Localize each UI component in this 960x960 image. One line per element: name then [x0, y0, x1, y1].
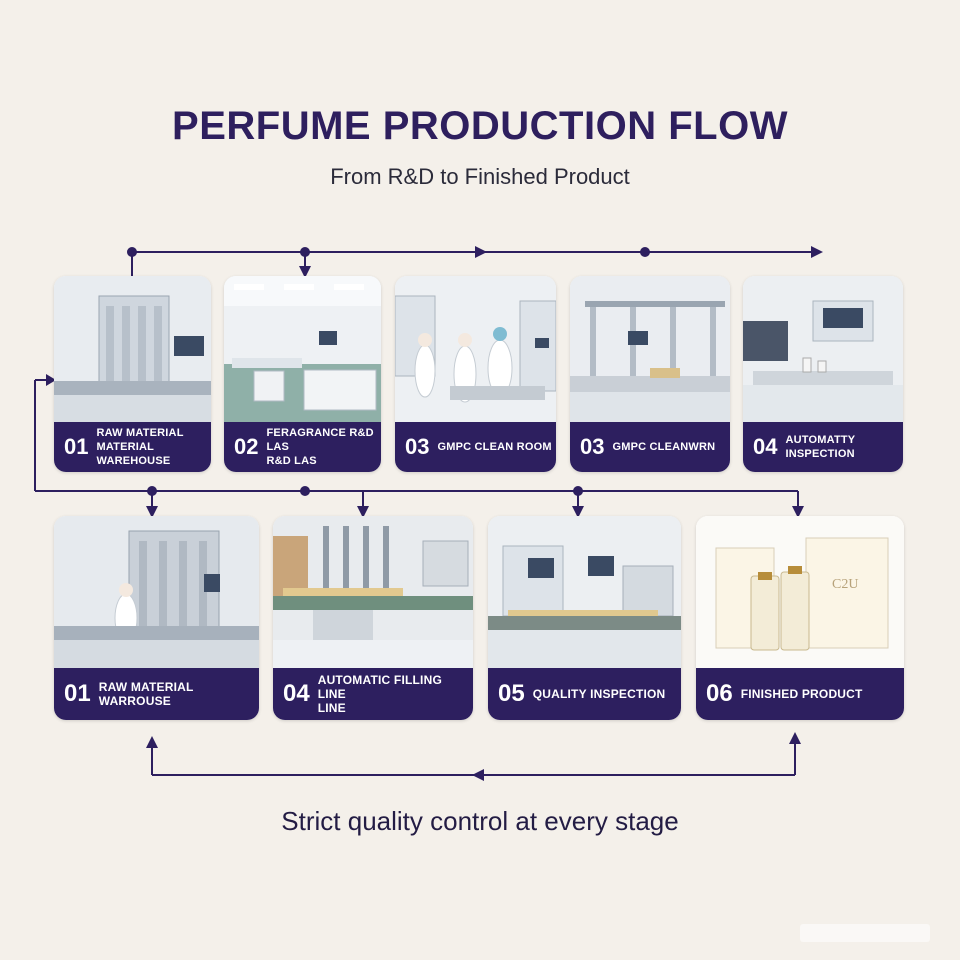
arrow-down-icon [792, 506, 804, 518]
step-card-automatic-filling-line: 04 AUTOMATIC FILLING LINE LINE [273, 516, 473, 720]
step-label-band: 03 GMPC CLEANWRN [570, 422, 730, 472]
step-number: 02 [234, 434, 259, 459]
step-card-finished-product: C2U 06 FINISHED PRODUCT [696, 516, 904, 720]
watermark [800, 924, 930, 942]
step-title-line2: WAREHOUSE [96, 455, 171, 467]
step-number: 06 [706, 680, 733, 707]
arrow-up-icon [146, 736, 158, 748]
step-number: 05 [498, 680, 525, 707]
arrow-left-icon [472, 769, 484, 781]
clean-room-photo [395, 276, 556, 422]
step-card-raw-material-warehouse: 01 RAW MATERIAL MATERIAL WAREHOUSE [54, 276, 211, 472]
step-label-band: 04 AUTOMATIC FILLING LINE LINE [273, 668, 473, 720]
arrow-up-icon [789, 732, 801, 744]
production-line-photo [570, 276, 730, 422]
arrow-down-icon [357, 506, 369, 518]
flow-node [573, 486, 583, 496]
finished-product-photo: C2U [696, 516, 904, 668]
step-number: 04 [283, 680, 310, 707]
step-title: QUALITY INSPECTION [532, 687, 666, 701]
arrow-right-icon [46, 374, 56, 386]
step-title: RAW MATERIAL WARROUSE [98, 680, 194, 708]
lab-photo [224, 276, 381, 422]
step-label-band: 06 FINISHED PRODUCT [696, 668, 904, 720]
step-title: FERAGRANCE R&D LAS [266, 427, 374, 453]
step-number: 03 [405, 434, 430, 459]
flow-node [300, 486, 310, 496]
flow-node [300, 247, 310, 257]
step-label-band: 01 RAW MATERIAL MATERIAL WAREHOUSE [54, 422, 211, 472]
step-title-line2: R&D LAS [266, 455, 317, 467]
step-label-band: 01 RAW MATERIAL WARROUSE [54, 668, 259, 720]
step-title: GMPC CLEANWRN [612, 441, 716, 453]
step-card-fragrance-rd-lab: 02 FERAGRANCE R&D LAS R&D LAS [224, 276, 381, 472]
step-title: RAW MATERIAL MATERIAL [96, 427, 184, 453]
warehouse-photo [54, 516, 259, 668]
flow-node [147, 486, 157, 496]
step-title: AUTOMATTY INSPECTION [785, 434, 856, 460]
page-title: PERFUME PRODUCTION FLOW [172, 104, 788, 148]
footer-caption: Strict quality control at every stage [281, 806, 679, 836]
arrow-right-icon [475, 246, 487, 258]
flow-node [127, 247, 137, 257]
filling-line-photo [273, 516, 473, 668]
step-title: GMPC CLEAN ROOM [437, 441, 552, 453]
step-card-raw-material-warehouse-2: 01 RAW MATERIAL WARROUSE [54, 516, 259, 720]
step-number: 03 [580, 434, 605, 459]
step-number: 01 [64, 434, 89, 459]
step-title-line2: LINE [317, 701, 346, 715]
quality-inspection-photo [488, 516, 681, 668]
arrow-down-icon [572, 506, 584, 518]
factory-photo [54, 276, 211, 422]
arrow-down-icon [299, 266, 311, 278]
step-label-band: 02 FERAGRANCE R&D LAS R&D LAS [224, 422, 381, 472]
step-title: FINISHED PRODUCT [740, 687, 863, 701]
step-label-band: 04 AUTOMATTY INSPECTION [743, 422, 903, 472]
step-card-quality-inspection: 05 QUALITY INSPECTION [488, 516, 681, 720]
step-card-gmpc-clean-room-2: 03 GMPC CLEANWRN [570, 276, 730, 472]
arrow-down-icon [146, 506, 158, 518]
product-box-text: C2U [832, 577, 858, 592]
step-number: 01 [64, 680, 91, 707]
step-number: 04 [753, 434, 778, 459]
step-label-band: 05 QUALITY INSPECTION [488, 668, 681, 720]
flow-node [640, 247, 650, 257]
step-title: AUTOMATIC FILLING LINE [317, 673, 442, 701]
arrow-right-icon [811, 246, 823, 258]
step-label-band: 03 GMPC CLEAN ROOM [395, 422, 556, 472]
inspection-lab-photo [743, 276, 903, 422]
step-card-gmpc-clean-room: 03 GMPC CLEAN ROOM [395, 276, 556, 472]
step-card-automatic-inspection: 04 AUTOMATTY INSPECTION [743, 276, 903, 472]
page-subtitle: From R&D to Finished Product [330, 164, 630, 189]
